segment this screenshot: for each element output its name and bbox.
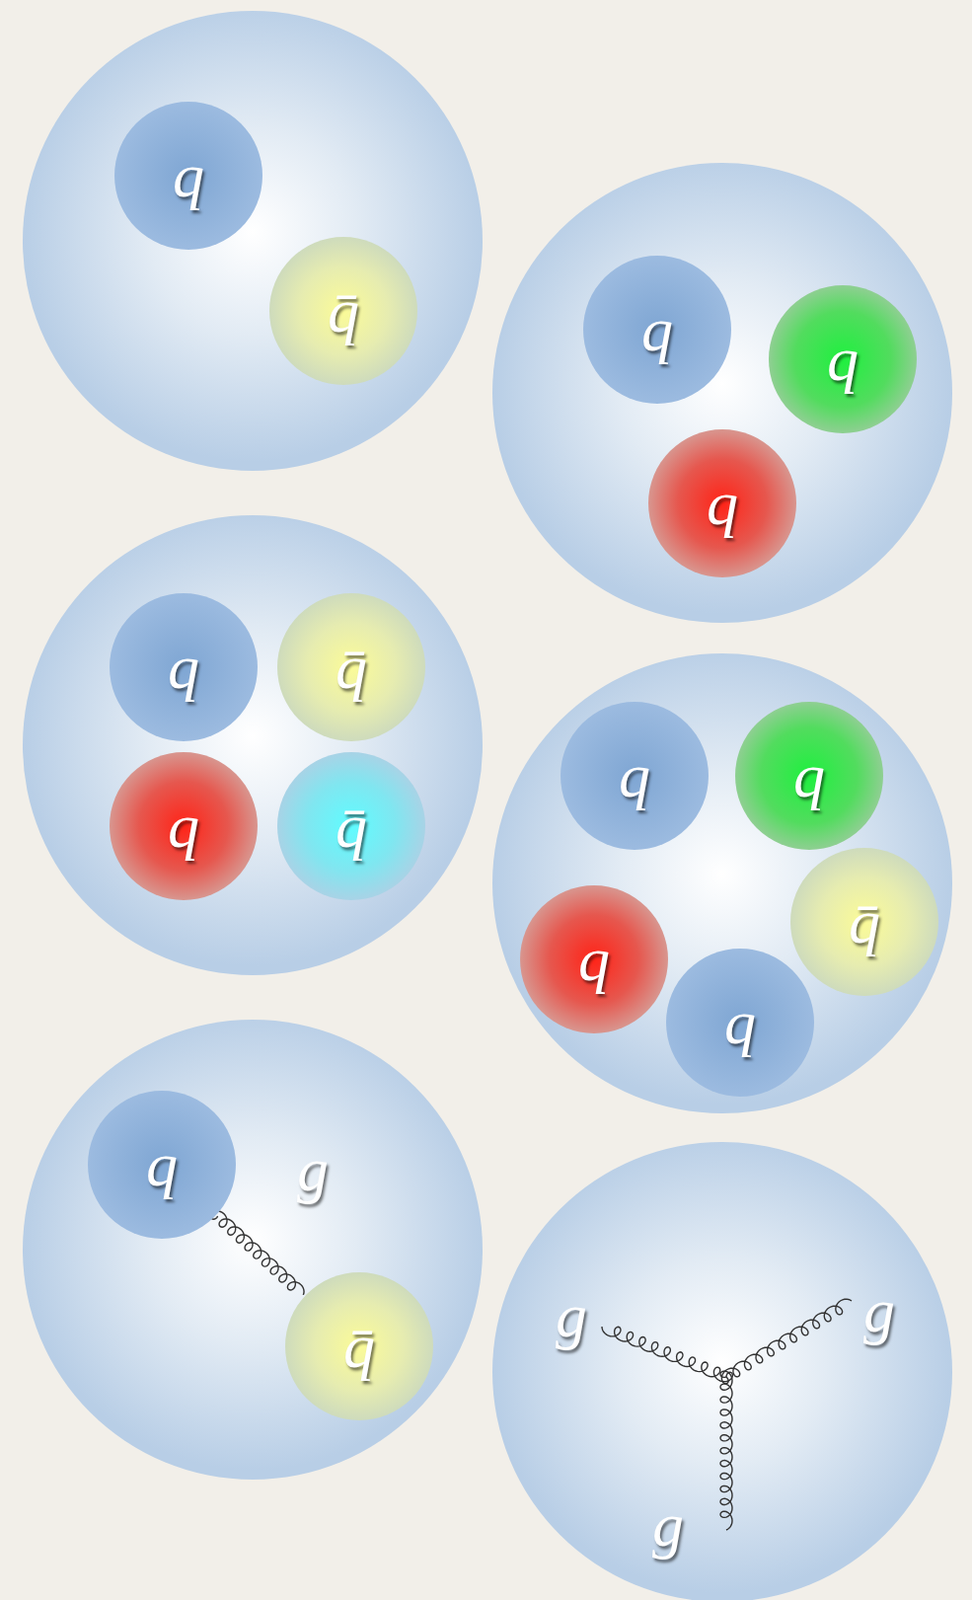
quark-disc-fill [277, 593, 426, 742]
quark-disc-fill [87, 1090, 236, 1239]
quark-text-holder: q [768, 285, 917, 434]
quark-text-holder: q [666, 948, 815, 1097]
quark-circle: q [109, 593, 258, 742]
quark-label: q [167, 630, 200, 704]
quark-circle: q̄ [285, 1271, 434, 1421]
quark-text-holder: q̄ [285, 1271, 434, 1421]
quark-circle: q [87, 1090, 236, 1239]
gluon-connector [210, 1210, 304, 1295]
quark-disc-fill [109, 751, 258, 900]
quark-circle: q [735, 701, 884, 850]
quark-label: q [167, 789, 200, 863]
quark-text-holder: q̄ [277, 751, 426, 900]
quark-label: q [146, 1127, 178, 1201]
gluon-label: g [297, 1132, 329, 1206]
quark-circle: q [560, 701, 709, 850]
quark-disc-fill [109, 593, 258, 742]
quark-circle: q [114, 101, 263, 250]
quark-text-holder: q [114, 101, 263, 250]
quark-text-holder: q [109, 593, 258, 742]
quark-text-holder: q [87, 1090, 236, 1239]
quark-disc-fill [735, 701, 884, 850]
quark-disc-fill [277, 751, 426, 900]
quark-text-holder: q [583, 255, 732, 404]
quark-disc-fill [560, 701, 709, 850]
quark-disc-fill [768, 285, 917, 434]
quark-text-holder: q [735, 701, 884, 850]
gluon-label: g [652, 1488, 684, 1562]
quark-circle: q [583, 255, 732, 404]
quark-circle: q [666, 948, 815, 1097]
hybrid-circle [22, 1019, 483, 1480]
quark-label: q [172, 139, 205, 213]
quark-circle: q̄ [277, 593, 426, 742]
quark-label: q̄ [327, 274, 360, 348]
gluon-coils [601, 1298, 852, 1530]
baryon-circle [492, 162, 953, 623]
quark-circle: q [768, 285, 917, 434]
quark-label: q [706, 466, 739, 540]
quark-label: q̄ [335, 630, 368, 704]
quark-text-holder: q̄ [269, 236, 418, 385]
quark-disc-fill [666, 948, 815, 1097]
quark-text-holder: q [520, 885, 669, 1034]
quark-text-holder: q̄ [277, 593, 426, 742]
quark-disc-fill [269, 236, 418, 385]
quark-disc-fill [114, 101, 263, 250]
quark-label: q̄ [335, 789, 368, 863]
tetraquark-circle [22, 515, 483, 975]
quark-disc-fill [648, 429, 797, 578]
quark-disc-fill [285, 1271, 434, 1421]
quark-disc-fill [520, 885, 669, 1034]
quark-label: q [793, 739, 825, 813]
quark-disc-fill [790, 847, 939, 996]
glueball-circle [492, 1141, 953, 1600]
quark-label: q [578, 922, 610, 996]
gluon-label: g [555, 1278, 588, 1352]
gluon-coil [721, 1298, 852, 1384]
quark-disc-fill [583, 255, 732, 404]
gluon-coil [601, 1326, 733, 1382]
quark-circle: q [520, 885, 669, 1034]
quark-circle: q̄ [277, 751, 426, 900]
quark-text-holder: q̄ [790, 847, 939, 996]
quark-label: q [641, 293, 673, 367]
quark-label: q [618, 739, 651, 813]
gluon-coil [720, 1370, 733, 1530]
quark-text-holder: q [560, 701, 709, 850]
quark-circle: q̄ [790, 847, 939, 996]
quark-text-holder: q [648, 429, 797, 578]
quark-circle: q [648, 429, 797, 578]
quark-label: q̄ [848, 885, 881, 959]
gluon-label: g [863, 1273, 896, 1347]
quark-circle: q [109, 751, 258, 900]
pentaquark-circle [492, 653, 953, 1114]
quark-label: q [826, 322, 859, 396]
meson-circle [22, 10, 483, 471]
quark-circle: q̄ [269, 236, 418, 385]
quark-label: q̄ [343, 1309, 375, 1383]
quark-text-holder: q [109, 751, 258, 900]
quark-label: q [724, 985, 756, 1059]
